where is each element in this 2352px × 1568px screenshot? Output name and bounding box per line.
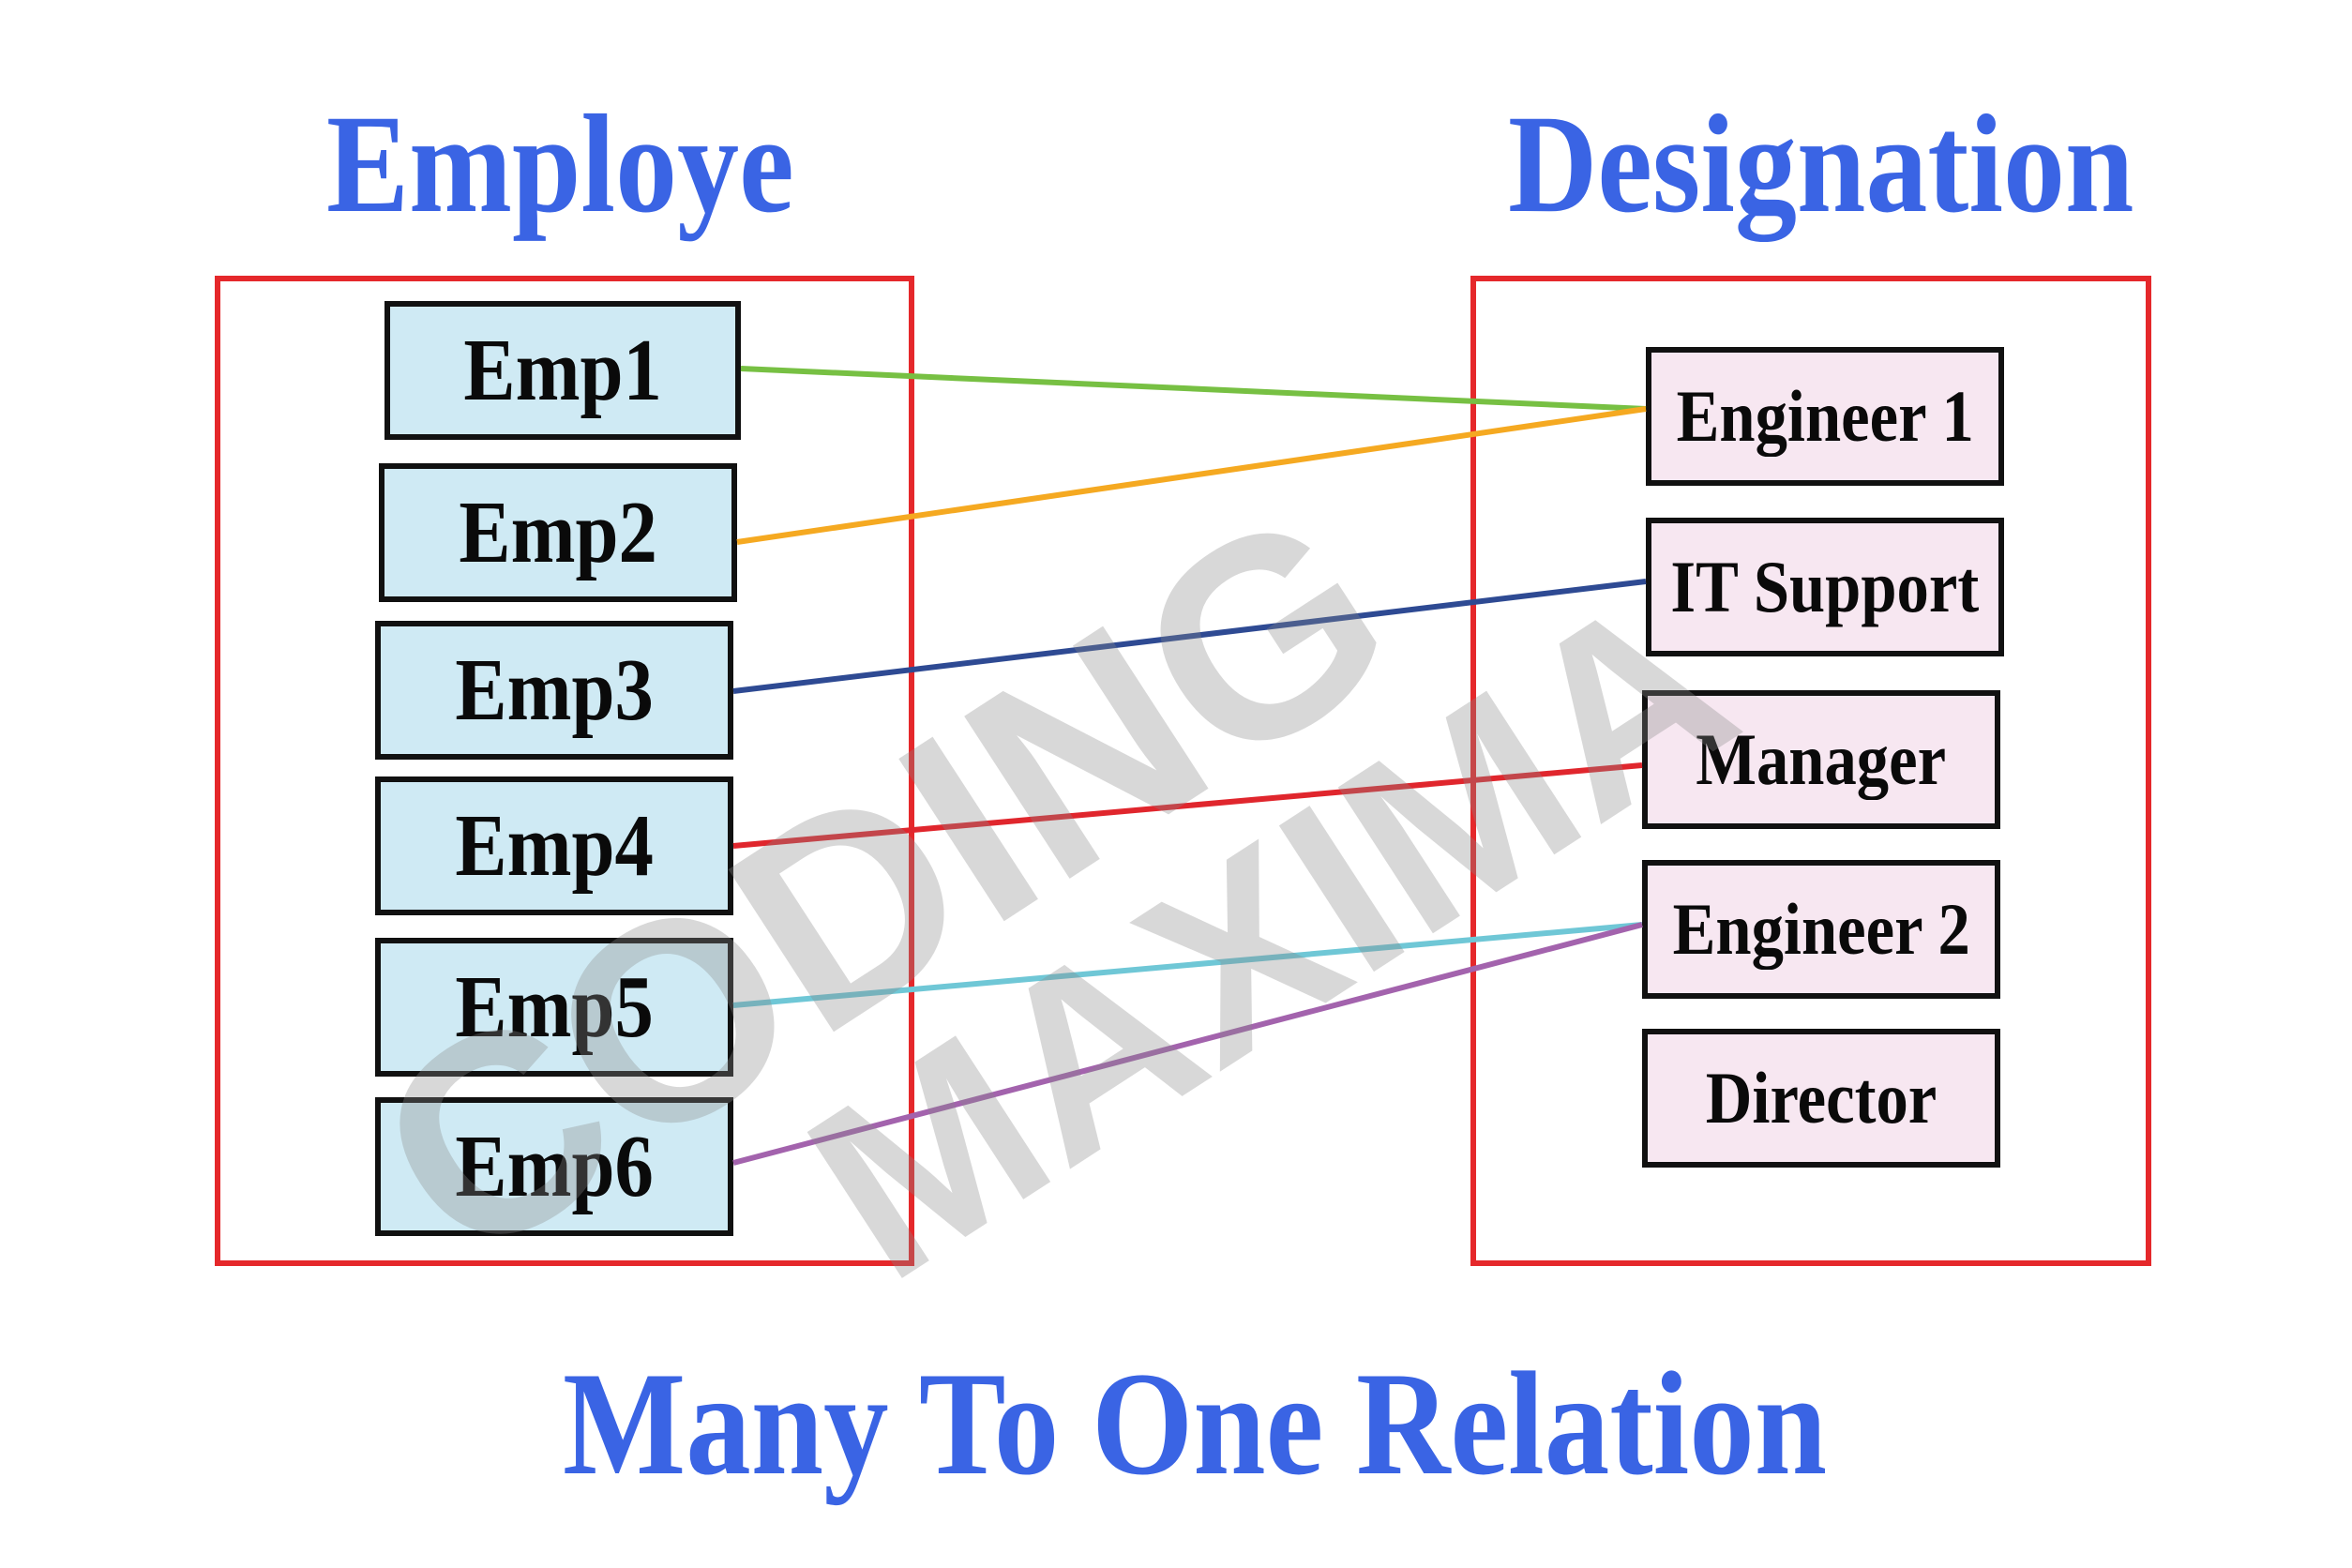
designation-heading: Designation bbox=[1508, 86, 2134, 242]
employee-box-emp2: Emp2 bbox=[379, 463, 737, 602]
employee-label: Emp3 bbox=[455, 641, 654, 739]
relation-line-emp4 bbox=[732, 762, 1643, 849]
designation-label: Director bbox=[1705, 1057, 1937, 1138]
relation-line-emp5 bbox=[732, 922, 1643, 1008]
employe-heading: Employe bbox=[326, 86, 794, 242]
designation-label: IT Support bbox=[1670, 546, 1980, 627]
employee-label: Emp1 bbox=[463, 322, 662, 419]
employee-box-emp6: Emp6 bbox=[375, 1097, 733, 1236]
designation-label: Engineer 1 bbox=[1676, 375, 1974, 457]
employee-label: Emp2 bbox=[459, 484, 657, 581]
relation-line-emp3 bbox=[732, 579, 1647, 694]
employee-box-emp1: Emp1 bbox=[384, 301, 741, 440]
designation-box-director: Director bbox=[1642, 1029, 2000, 1168]
employee-box-emp5: Emp5 bbox=[375, 938, 733, 1077]
designation-box-engineer-1: Engineer 1 bbox=[1646, 347, 2004, 486]
designation-box-manager: Manager bbox=[1642, 690, 2000, 829]
employee-box-emp3: Emp3 bbox=[375, 621, 733, 760]
employee-label: Emp4 bbox=[455, 797, 654, 895]
designation-label: Manager bbox=[1696, 718, 1947, 800]
relation-line-emp2 bbox=[736, 406, 1647, 545]
designation-box-engineer-2: Engineer 2 bbox=[1642, 860, 2000, 999]
employee-label: Emp6 bbox=[455, 1118, 654, 1215]
designation-box-it-support: IT Support bbox=[1646, 518, 2004, 656]
designation-group-frame bbox=[1470, 276, 2151, 1266]
relation-line-emp1 bbox=[740, 366, 1647, 412]
diagram-caption: Many To One Relation bbox=[563, 1342, 1828, 1506]
employee-group-frame bbox=[215, 276, 914, 1266]
employee-label: Emp5 bbox=[455, 958, 654, 1056]
designation-label: Engineer 2 bbox=[1672, 888, 1970, 970]
relation-line-emp6 bbox=[732, 922, 1643, 1166]
employee-box-emp4: Emp4 bbox=[375, 776, 733, 915]
